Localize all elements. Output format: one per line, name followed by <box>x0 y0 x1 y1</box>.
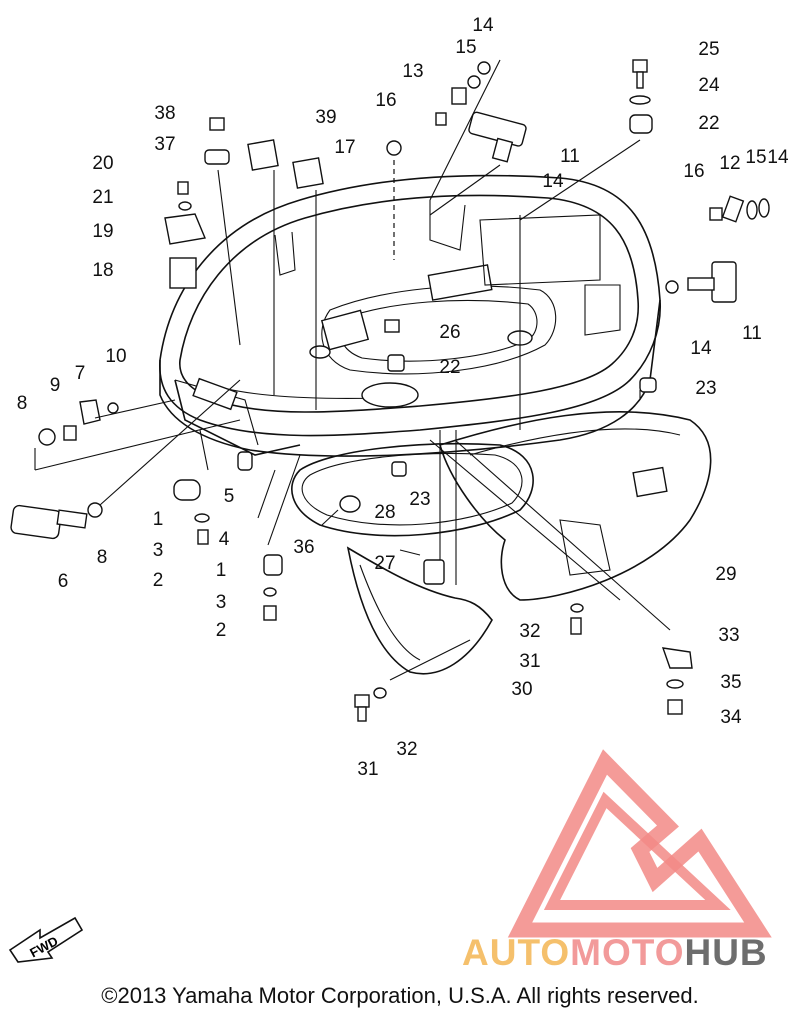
part-label-8: 8 <box>97 547 108 568</box>
part-label-15: 15 <box>455 37 476 58</box>
watermark-moto: MOTO <box>570 932 684 973</box>
part-label-8: 8 <box>17 393 28 414</box>
part-label-9: 9 <box>50 375 61 396</box>
handle-6 <box>10 502 103 540</box>
part-label-1: 1 <box>153 509 164 530</box>
part-label-2: 2 <box>216 620 227 641</box>
fwd-arrow: FWD <box>8 916 84 963</box>
part-label-34: 34 <box>720 707 742 728</box>
automotohub-logo <box>507 749 772 938</box>
part-label-31: 31 <box>519 651 540 672</box>
part-label-21: 21 <box>92 187 113 208</box>
part-label-2: 2 <box>153 570 164 591</box>
part-label-15: 15 <box>745 147 766 168</box>
part-label-18: 18 <box>92 260 113 281</box>
logo-triangle-inner <box>543 791 731 910</box>
part-label-6: 6 <box>58 571 69 592</box>
part-label-35: 35 <box>720 672 741 693</box>
part-label-30: 30 <box>511 679 532 700</box>
part-label-12: 12 <box>719 153 740 174</box>
part-label-11: 11 <box>742 323 762 344</box>
fwd-label: FWD <box>27 933 60 960</box>
part-label-36: 36 <box>293 537 314 558</box>
part-label-14: 14 <box>767 147 789 168</box>
small-hardware <box>38 59 770 722</box>
rubber-seal-36 <box>291 442 534 537</box>
part-label-26: 26 <box>439 322 460 343</box>
part-label-24: 24 <box>698 75 720 96</box>
part-label-20: 20 <box>92 153 113 174</box>
part-label-17: 17 <box>334 137 355 158</box>
part-label-3: 3 <box>216 592 227 613</box>
part-label-14: 14 <box>542 171 564 192</box>
part-label-32: 32 <box>519 621 540 642</box>
part-label-25: 25 <box>698 39 719 60</box>
part-label-37: 37 <box>154 134 175 155</box>
logo-triangle-outer <box>507 749 772 938</box>
lower-cover-29 <box>439 411 712 601</box>
part-label-22: 22 <box>439 357 460 378</box>
part-label-22: 22 <box>698 113 719 134</box>
part-label-39: 39 <box>315 107 336 128</box>
lower-cover-30 <box>346 546 493 675</box>
watermark-auto: AUTO <box>462 932 570 973</box>
part-label-3: 3 <box>153 540 164 561</box>
part-label-19: 19 <box>92 221 113 242</box>
leader-lines <box>34 59 671 681</box>
part-label-14: 14 <box>690 338 712 359</box>
part-label-11: 11 <box>560 146 580 167</box>
part-label-29: 29 <box>715 564 736 585</box>
part-label-10: 10 <box>105 346 126 367</box>
part-label-33: 33 <box>718 625 739 646</box>
part-label-31: 31 <box>357 759 378 780</box>
part-label-23: 23 <box>409 489 430 510</box>
part-label-4: 4 <box>219 529 230 550</box>
part-label-14: 14 <box>472 15 494 36</box>
handle-11-right <box>687 261 737 303</box>
part-label-13: 13 <box>402 61 423 82</box>
part-label-27: 27 <box>374 553 395 574</box>
part-label-16: 16 <box>375 90 396 111</box>
part-label-38: 38 <box>154 103 175 124</box>
copyright-notice: ©2013 Yamaha Motor Corporation, U.S.A. A… <box>101 983 699 1008</box>
part-label-1: 1 <box>216 560 227 581</box>
part-label-7: 7 <box>75 363 86 384</box>
part-label-23: 23 <box>695 378 716 399</box>
part-label-16: 16 <box>683 161 704 182</box>
part-label-32: 32 <box>396 739 417 760</box>
watermark-hub: HUB <box>684 932 767 973</box>
front-chamber <box>174 377 301 456</box>
part-label-28: 28 <box>374 502 395 523</box>
part-label-5: 5 <box>224 486 235 507</box>
watermark-text: AUTOMOTOHUB <box>462 932 768 973</box>
handle-11-upper <box>468 111 527 163</box>
